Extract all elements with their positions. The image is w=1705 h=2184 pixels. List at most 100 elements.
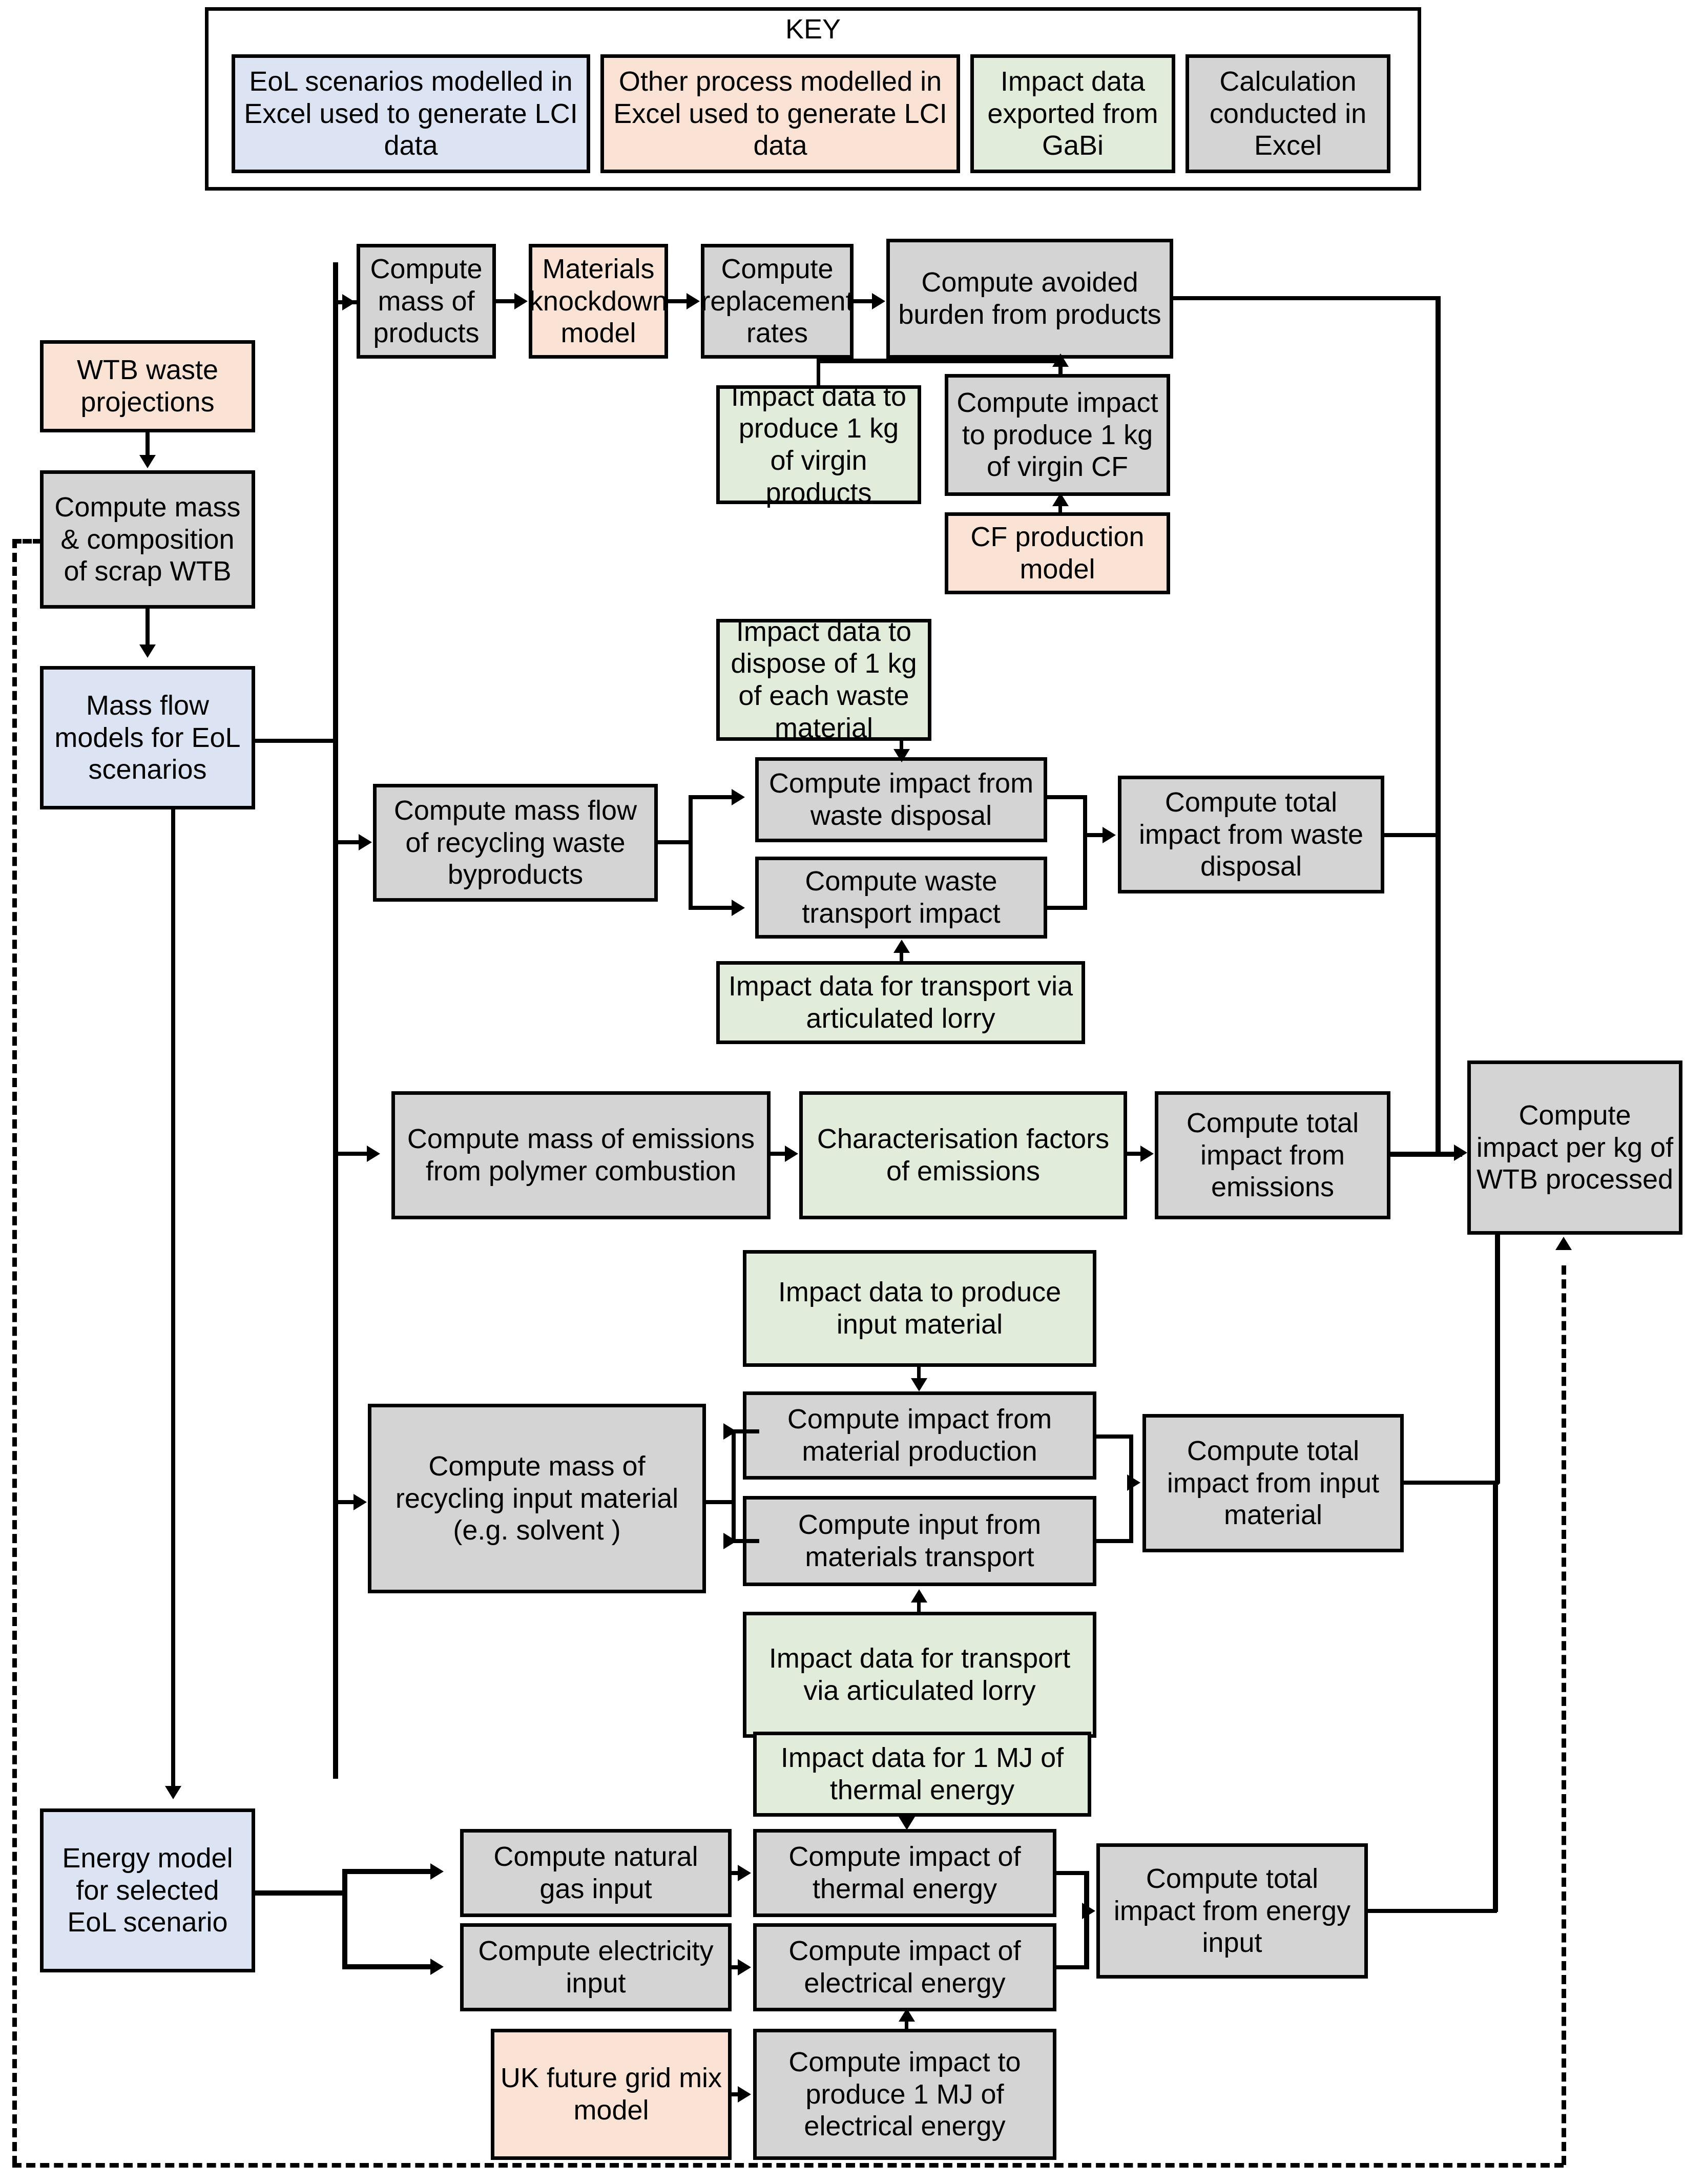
connector-waste-to-mass <box>145 432 150 457</box>
node-compute-mass-flow-byproducts: Compute mass flow of recycling waste byp… <box>373 784 658 902</box>
node-energy-model: Energy model for selected EoL scenario <box>40 1808 255 1972</box>
legend-item-other-process: Other process modelled in Excel used to … <box>600 54 960 173</box>
node-compute-impact-material-production: Compute impact from material production <box>743 1391 1096 1480</box>
node-impact-dispose-waste: Impact data to dispose of 1 kg of each w… <box>716 616 931 743</box>
feedback-loop-bottom <box>12 2163 1564 2168</box>
connector-cfmodel-up <box>1058 498 1062 514</box>
node-compute-impact-electrical: Compute impact of electrical energy <box>753 1923 1056 2011</box>
node-uk-grid-mix: UK future grid mix model <box>491 2029 732 2160</box>
node-wtb-waste-projections: WTB waste projections <box>40 340 255 432</box>
node-compute-impact-per-kg: Compute impact per kg of WTB processed <box>1467 1060 1682 1235</box>
arrow-totalemissions-final <box>1454 1145 1467 1161</box>
connector-virgincf-up <box>1058 362 1063 377</box>
node-compute-waste-transport: Compute waste transport impact <box>755 857 1047 939</box>
node-compute-avoided-burden: Compute avoided burden from products <box>886 239 1173 359</box>
split-byproducts-vert <box>689 795 693 910</box>
feedback-loop-into-scrap-wtb <box>12 539 42 544</box>
connector-mass-to-massflow <box>145 609 150 647</box>
split-byproducts-bot <box>689 906 734 910</box>
node-compute-input-materials-transport: Compute input from materials transport <box>743 1496 1096 1586</box>
connector-totalemissions-final <box>1390 1152 1462 1157</box>
node-compute-impact-waste-disposal: Compute impact from waste disposal <box>755 757 1047 842</box>
split-recyclinput-top <box>732 1429 759 1433</box>
arrow-thermaldata-down <box>899 1817 915 1830</box>
node-compute-total-waste-disposal: Compute total impact from waste disposal <box>1118 776 1384 893</box>
node-impact-produce-input-material: Impact data to produce input material <box>743 1250 1096 1367</box>
node-impact-transport-lorry-1: Impact data for transport via articulate… <box>716 961 1085 1044</box>
node-compute-natural-gas: Compute natural gas input <box>460 1829 732 1917</box>
right-collector-trunk <box>1436 296 1441 1157</box>
node-compute-total-emissions: Compute total impact from emissions <box>1155 1091 1390 1219</box>
merge-energy-vert <box>1084 1871 1089 1969</box>
connector-gas-thermal <box>732 1871 740 1875</box>
connector-virginprod-right <box>817 359 1062 363</box>
connector-massprod-knockdown <box>496 299 516 303</box>
branch-to-emissions <box>333 1152 369 1156</box>
right-collector-lower-trunk <box>1495 1235 1500 1484</box>
connector-electricity-electrical <box>732 1965 740 1969</box>
feedback-loop-vertical-right <box>1562 1265 1566 2165</box>
node-materials-knockdown: Materials knockdown model <box>529 244 668 359</box>
node-compute-impact-1mj-electrical: Compute impact to produce 1 MJ of electr… <box>753 2029 1056 2160</box>
arrow-merge-to-total-energy <box>1082 1903 1095 1919</box>
connector-dispose-down <box>900 741 903 752</box>
branch-to-recycling-input <box>333 1500 356 1504</box>
node-compute-impact-virgin-cf: Compute impact to produce 1 kg of virgin… <box>945 374 1170 496</box>
split-byproducts-stub <box>658 840 692 844</box>
arrow-to-byproducts <box>359 834 372 850</box>
merge-input-top <box>1096 1434 1133 1439</box>
node-compute-electricity-input: Compute electricity input <box>460 1923 732 2011</box>
energy-split-vert <box>342 1869 347 1969</box>
arrow-recyclinput-to-production <box>723 1423 737 1440</box>
connector-totaldisposal-collector <box>1384 833 1440 837</box>
arrow-lorry2-up <box>911 1589 927 1603</box>
connector-lorry2-up <box>917 1594 921 1613</box>
connector-ukgrid-1mj <box>732 2092 740 2096</box>
energy-exit <box>255 1890 347 1896</box>
merge-input-bot <box>1096 1539 1133 1543</box>
legend-item-calculation: Calculation conducted in Excel <box>1186 54 1390 173</box>
arrow-replacement-avoided <box>872 293 885 309</box>
arrow-knockdown-replacement <box>687 293 700 309</box>
arrow-ukgrid-1mj <box>738 2086 751 2103</box>
arrow-to-recycling-input <box>354 1494 367 1510</box>
branch-to-byproducts <box>333 840 362 844</box>
arrow-emissions-charfactors <box>785 1146 798 1162</box>
right-collector-energy-trunk <box>1493 1481 1498 1912</box>
node-compute-mass-composition: Compute mass & composition of scrap WTB <box>40 470 255 609</box>
connector-emissions-charfactors <box>771 1152 787 1156</box>
arrow-lorry1-up <box>893 940 910 953</box>
merge-energy-top <box>1056 1871 1088 1875</box>
legend-item-eol-scenarios: EoL scenarios modelled in Excel used to … <box>232 54 590 173</box>
arrow-charfactors-total <box>1140 1146 1154 1162</box>
merge-disposal-out <box>1083 833 1105 837</box>
split-byproducts-top <box>689 795 734 799</box>
merge-disposal-bot <box>1047 906 1087 910</box>
connector-1mj-up <box>905 2013 908 2031</box>
arrow-energy-to-electricity <box>430 1959 444 1975</box>
connector-replacement-avoided <box>854 299 874 303</box>
arrow-to-emissions <box>367 1146 380 1162</box>
arrow-feedback-into-final <box>1555 1237 1572 1250</box>
node-compute-impact-thermal: Compute impact of thermal energy <box>753 1829 1056 1917</box>
arrow-energy-to-gas <box>430 1863 444 1880</box>
merge-disposal-vert <box>1083 795 1087 910</box>
feedback-loop-vertical-left <box>12 539 17 2165</box>
arrow-massprod-knockdown <box>514 293 528 309</box>
arrow-1mj-up <box>899 2008 915 2022</box>
arrow-recyclinput-to-transport <box>723 1533 737 1549</box>
node-impact-virgin-products: Impact data to produce 1 kg of virgin pr… <box>716 381 921 508</box>
arrow-massflow-to-energy <box>165 1786 181 1799</box>
node-compute-total-input-material: Compute total impact from input material <box>1142 1414 1404 1552</box>
arrow-merge-to-total-input <box>1127 1474 1140 1491</box>
node-impact-transport-lorry-2: Impact data for transport via articulate… <box>743 1612 1096 1738</box>
arrow-mass-to-massflow <box>139 644 156 658</box>
energy-split-bot <box>342 1964 432 1969</box>
arrow-electricity-electrical <box>738 1959 751 1975</box>
connector-knockdown-replacement <box>668 299 689 303</box>
arrow-gas-thermal <box>738 1865 751 1881</box>
connector-massflow-to-energy <box>171 809 175 1788</box>
split-recyclinput-vert <box>732 1429 736 1543</box>
trunk-massflow-exit <box>255 739 337 743</box>
